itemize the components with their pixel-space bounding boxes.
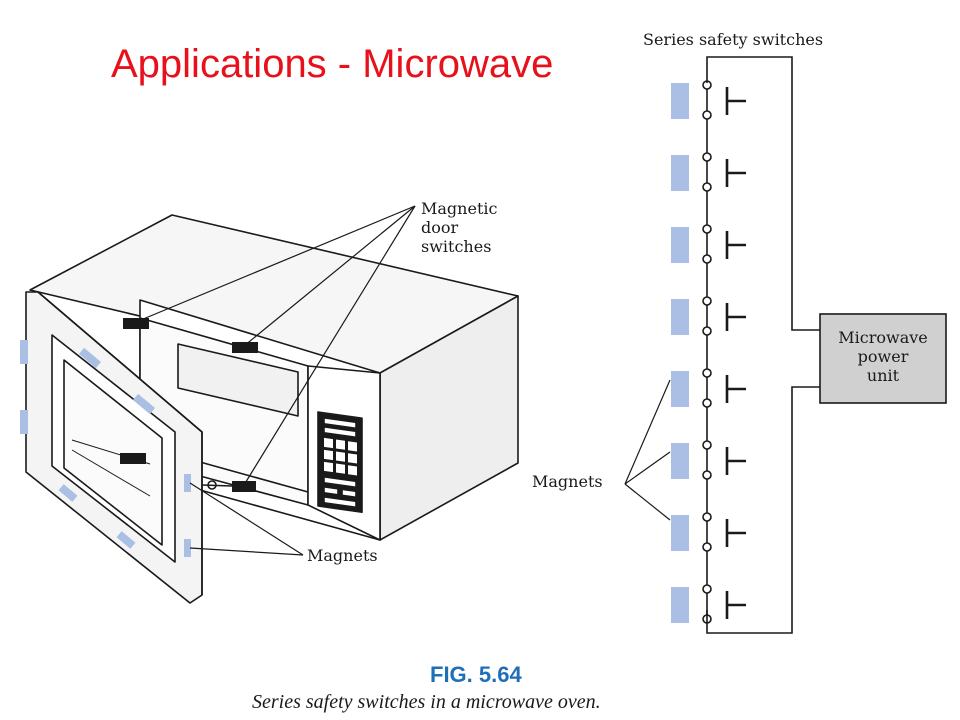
switch-contact xyxy=(702,110,712,120)
keypad-slot xyxy=(323,486,339,496)
keypad xyxy=(317,411,363,513)
keypad-key xyxy=(348,465,357,476)
callout-line-circuit-magnets xyxy=(624,451,671,485)
keypad-key xyxy=(324,437,333,449)
callout-line-magnets xyxy=(189,482,304,556)
figure-number: FIG. 5.64 xyxy=(430,662,522,687)
switch-contact xyxy=(702,368,712,378)
magnet xyxy=(671,227,689,263)
door-switch-block xyxy=(232,342,258,353)
switch-contact xyxy=(702,512,712,522)
magnet xyxy=(671,443,689,479)
door-switch-block xyxy=(120,453,146,464)
keypad-key xyxy=(324,449,333,461)
magnet xyxy=(671,587,689,623)
switch-contact xyxy=(702,152,712,162)
door-magnet xyxy=(20,340,28,364)
label-door-switches-line-3: switches xyxy=(421,237,491,256)
figure-caption: Series safety switches in a microwave ov… xyxy=(252,691,601,713)
circuit-wire-top xyxy=(706,56,820,331)
slide-title: Applications - Microwave xyxy=(111,42,554,86)
switch-contact xyxy=(702,224,712,234)
power-unit-label-line-3: unit xyxy=(867,366,900,385)
label-door-switches-line-1: Magnetic xyxy=(421,199,497,218)
keypad-slot xyxy=(341,488,357,499)
label-door-switches-line-2: door xyxy=(421,218,459,237)
label-series-switches: Series safety switches xyxy=(643,30,823,49)
switch-contact xyxy=(702,254,712,264)
cavity-back-panel xyxy=(177,343,299,417)
door-magnet xyxy=(58,484,78,502)
label-circuit-magnets: Magnets xyxy=(532,472,603,491)
keypad-key xyxy=(324,461,333,473)
switch-contact xyxy=(702,296,712,306)
switch-contact xyxy=(702,398,712,408)
switch-contact xyxy=(702,326,712,336)
keypad-slot xyxy=(323,426,357,439)
door-magnet xyxy=(79,347,101,369)
power-unit-label-line-2: power xyxy=(858,347,909,366)
callout-line-door-switches xyxy=(135,205,416,323)
power-unit-label-line-1: Microwave xyxy=(838,328,927,347)
door-latch-bar xyxy=(201,484,233,487)
door-magnet xyxy=(184,474,191,492)
door-edge xyxy=(37,291,203,595)
magnet xyxy=(671,371,689,407)
magnet xyxy=(671,83,689,119)
magnet xyxy=(671,299,689,335)
keypad-slot xyxy=(323,476,357,489)
callout-line-magnets xyxy=(189,547,304,556)
keypad-key xyxy=(348,441,357,452)
switch-contact xyxy=(702,542,712,552)
microwave-oven-illustration xyxy=(20,205,519,604)
door-magnet xyxy=(184,539,191,557)
keypad-key xyxy=(336,463,345,474)
circuit-wire-bottom xyxy=(706,386,820,634)
keypad-slot xyxy=(323,496,357,509)
callout-line-circuit-magnets xyxy=(624,483,671,521)
switch-contact xyxy=(702,182,712,192)
door-window-glare xyxy=(71,449,151,497)
switch-contact xyxy=(702,584,712,594)
keypad-key xyxy=(348,453,357,464)
keypad-key xyxy=(336,451,345,462)
switch-contact xyxy=(702,440,712,450)
cavity-floor-line xyxy=(199,461,309,493)
microwave-power-unit xyxy=(819,313,947,404)
callout-line-door-switches xyxy=(243,205,416,486)
door-magnet xyxy=(116,531,136,549)
callout-line-door-switches xyxy=(243,205,416,347)
callout-line-circuit-magnets xyxy=(624,379,671,485)
door-switch-block xyxy=(123,318,149,329)
switch-stack xyxy=(671,80,746,624)
magnet xyxy=(671,155,689,191)
door-switch-block xyxy=(232,481,256,492)
magnet xyxy=(671,515,689,551)
door-magnet xyxy=(20,410,28,434)
label-oven-magnets: Magnets xyxy=(307,546,378,565)
keypad-key xyxy=(336,439,345,450)
switch-contact xyxy=(702,470,712,480)
series-switch-circuit xyxy=(624,56,947,634)
door-magnet xyxy=(133,393,155,415)
keypad-slot xyxy=(323,417,357,430)
